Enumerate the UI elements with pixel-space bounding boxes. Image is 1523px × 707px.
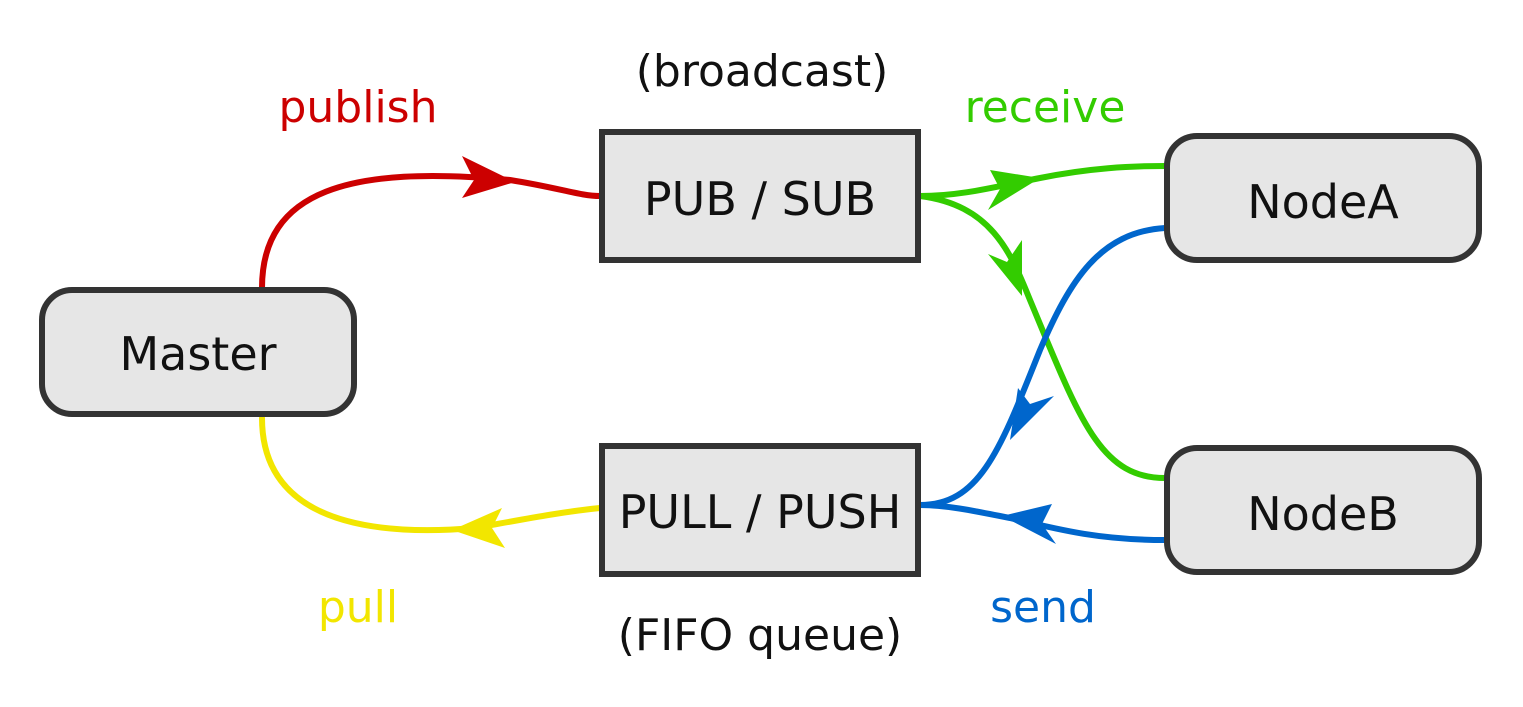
send-edge-nodea [917,225,1168,508]
fifo-note: (FIFO queue) [618,610,902,661]
receive-edge-nodea [917,163,1168,199]
node-pullpush: PULL / PUSH [599,443,921,577]
pubsub-box [599,129,921,263]
receive-arrowhead-nodea [988,170,1040,210]
pull-label: pull [318,582,398,633]
broadcast-note: (broadcast) [636,46,889,97]
pull-edge [259,415,603,534]
receive-label: receive [965,82,1126,133]
node-master: Master [39,287,357,417]
master-box [39,287,357,417]
nodea-label: NodeA [1247,175,1399,229]
nodea-box [1164,133,1482,263]
publish-label: publish [278,82,437,133]
nodeb-box [1164,445,1482,575]
receive-arrowhead-nodeb [988,240,1022,296]
pullpush-label: PULL / PUSH [619,485,902,539]
node-pubsub: PUB / SUB [599,129,921,263]
send-label: send [990,582,1096,633]
receive-edge-nodeb [917,193,1168,481]
publish-arrowhead [462,156,515,198]
pubsub-label: PUB / SUB [644,172,876,226]
publish-edge [259,173,603,291]
pull-arrowhead [452,508,505,548]
pullpush-box [599,443,921,577]
nodeb-label: NodeB [1247,487,1399,541]
master-label: Master [119,327,276,381]
node-nodeb: NodeB [1164,445,1482,575]
node-nodea: NodeA [1164,133,1482,263]
send-arrowhead-nodea [1010,388,1054,440]
send-arrowhead-nodeb [1002,504,1056,544]
